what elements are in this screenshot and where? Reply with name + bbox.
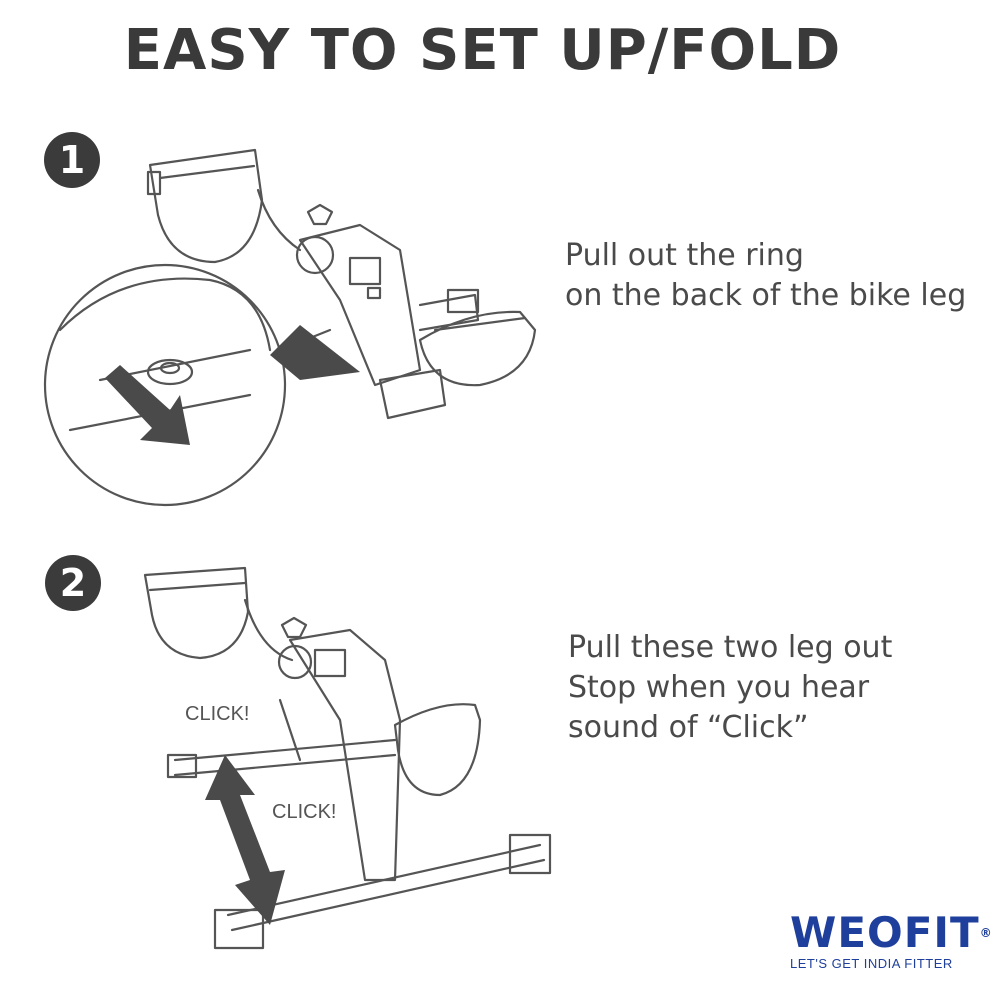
- step2-double-arrow: [205, 755, 285, 925]
- step1-zoom-circle: [43, 263, 332, 507]
- brand-tagline: LET'S GET INDIA FITTER: [790, 956, 953, 971]
- click-label-1: CLICK!: [185, 703, 249, 725]
- step2-bike-drawing: [143, 566, 552, 950]
- instruction-line: on the back of the bike leg: [565, 278, 967, 313]
- click-label-2: CLICK!: [272, 801, 336, 823]
- step-2-instructions: Pull these two leg out Stop when you hea…: [568, 628, 892, 748]
- instruction-line: Pull out the ring: [565, 238, 804, 273]
- step1-arrow: [105, 365, 190, 445]
- step-2-badge: 2: [45, 555, 101, 611]
- step1-bike-drawing: [146, 148, 537, 420]
- step-1-instructions: Pull out the ring on the back of the bik…: [565, 236, 966, 316]
- step-1-badge: 1: [44, 132, 100, 188]
- step1-arrow-pointer: [270, 325, 360, 380]
- brand-logo: WEOFIT® LET'S GET INDIA FITTER: [790, 908, 993, 972]
- page-title: EASY TO SET UP/FOLD: [123, 18, 842, 83]
- registered-mark: ®: [979, 926, 993, 940]
- instruction-line: Pull these two leg out: [568, 630, 893, 665]
- brand-name: WEOFIT®: [790, 908, 993, 957]
- instruction-line: Stop when you hear: [568, 670, 870, 705]
- instruction-line: sound of “Click”: [568, 710, 809, 745]
